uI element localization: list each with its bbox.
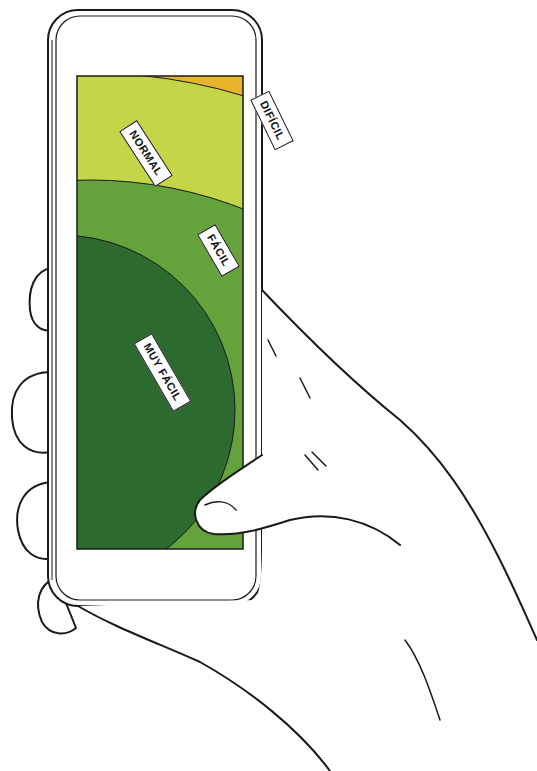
- screen-frame: [77, 76, 243, 549]
- difficulty-zones: [77, 76, 243, 549]
- hand: [78, 290, 537, 771]
